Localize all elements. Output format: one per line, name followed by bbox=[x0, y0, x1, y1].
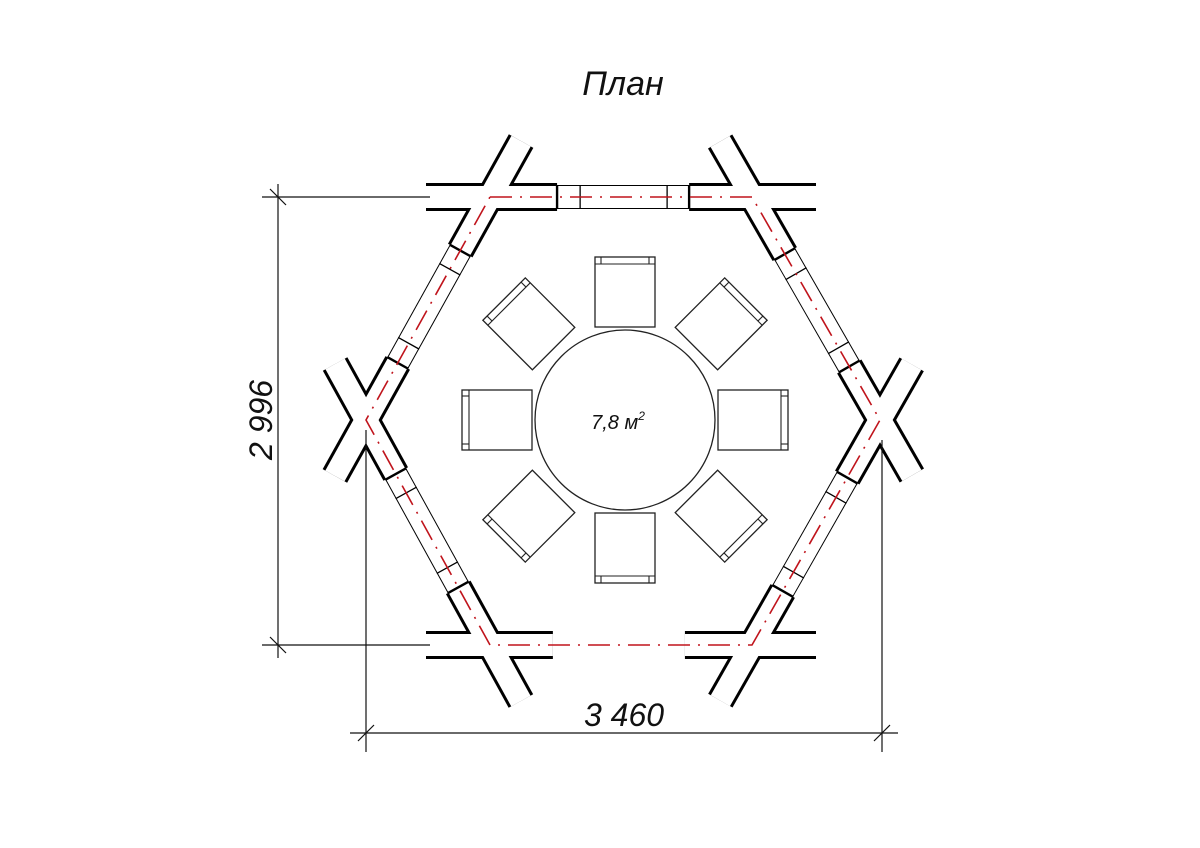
chair-seat bbox=[594, 256, 656, 328]
chair bbox=[481, 469, 576, 564]
window-divider bbox=[439, 262, 461, 276]
chair-back bbox=[487, 514, 531, 558]
window-divider bbox=[447, 580, 470, 595]
window-divider bbox=[827, 341, 850, 355]
chair-back bbox=[719, 514, 763, 558]
chair-back-tab bbox=[486, 518, 493, 525]
dimension-width bbox=[350, 430, 898, 752]
chair bbox=[717, 389, 789, 451]
chair-back-tab bbox=[723, 281, 730, 288]
round-table bbox=[534, 329, 716, 511]
chair bbox=[461, 389, 533, 451]
window-divider bbox=[384, 467, 407, 481]
chair-back bbox=[719, 282, 763, 326]
chair-back-tab bbox=[486, 315, 493, 322]
plan-title: План bbox=[582, 65, 664, 103]
chair-back bbox=[487, 282, 531, 326]
window-divider bbox=[836, 470, 859, 485]
chair-seat bbox=[481, 469, 576, 564]
centerline bbox=[365, 196, 881, 646]
chair-seat bbox=[481, 276, 576, 371]
log-wall bbox=[710, 136, 795, 260]
furniture bbox=[461, 256, 789, 584]
chair-seat bbox=[674, 469, 769, 564]
chair-back-tab bbox=[723, 552, 730, 559]
dimension-height-label: 2 996 bbox=[243, 380, 279, 461]
chair-back-tab bbox=[520, 552, 527, 559]
chair-seat bbox=[717, 389, 789, 451]
chair bbox=[594, 256, 656, 328]
dimension-width-label: 3 460 bbox=[584, 697, 664, 733]
chair-seat bbox=[594, 512, 656, 584]
chair-back-tab bbox=[757, 518, 764, 525]
chair bbox=[674, 469, 769, 564]
window-opening bbox=[775, 248, 859, 372]
chair-seat bbox=[461, 389, 533, 451]
chair bbox=[481, 276, 576, 371]
window-divider bbox=[397, 336, 420, 350]
chair bbox=[674, 276, 769, 371]
wall-centerline bbox=[365, 196, 881, 646]
chair-back-tab bbox=[520, 281, 527, 288]
chair-seat bbox=[674, 276, 769, 371]
dimension-height bbox=[262, 184, 430, 658]
chair-back-tab bbox=[757, 315, 764, 322]
area-label: 7,8 м2 bbox=[591, 409, 645, 434]
window-divider bbox=[771, 584, 794, 598]
chair bbox=[594, 512, 656, 584]
